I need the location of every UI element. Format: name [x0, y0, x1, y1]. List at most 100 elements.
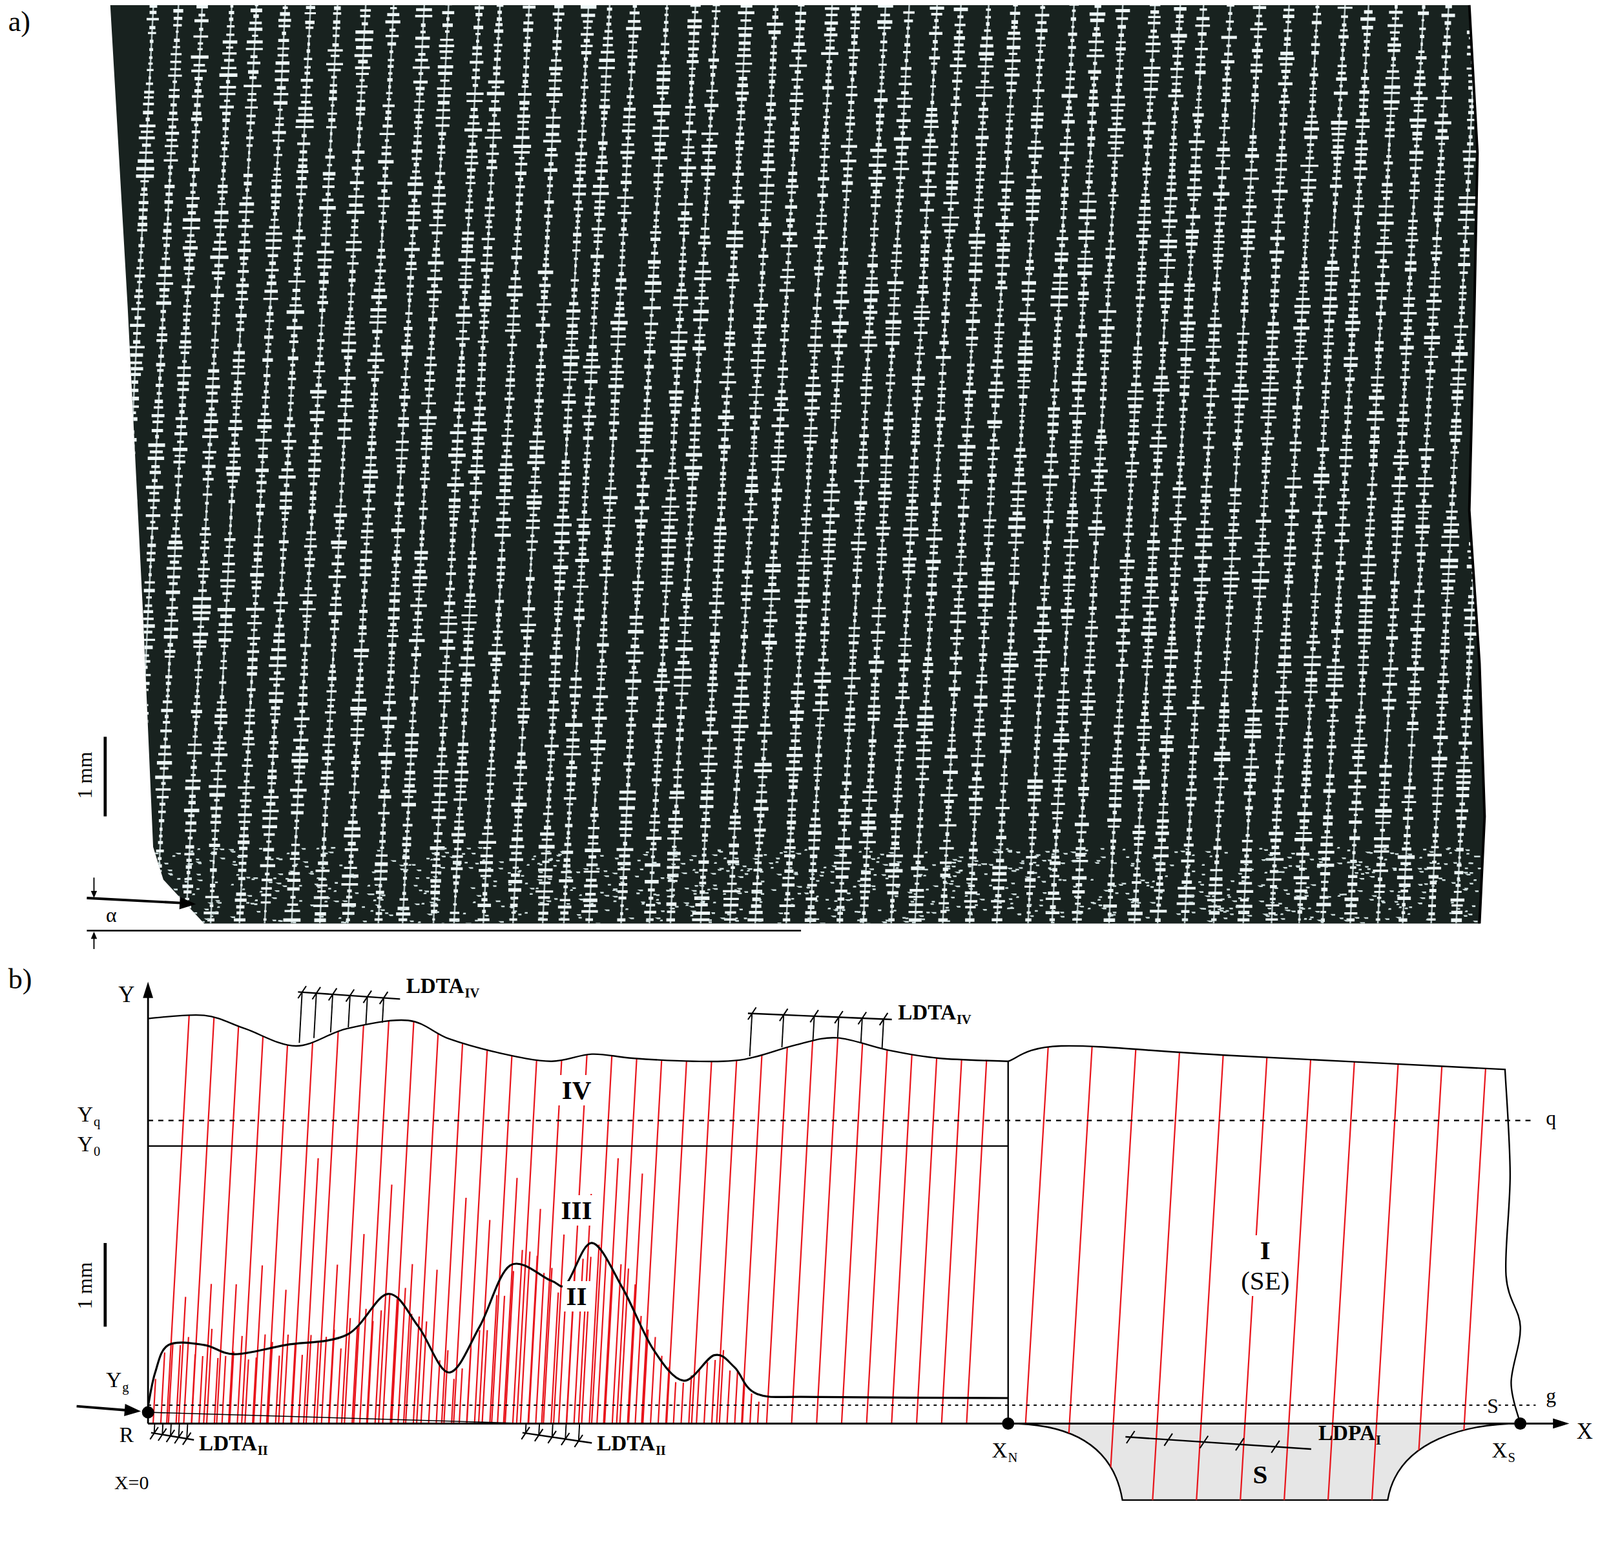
measure-label: LDTA — [596, 1430, 655, 1456]
measure-extension — [330, 994, 333, 1033]
direction-arrow — [76, 1406, 128, 1411]
zone-region: IV — [558, 1074, 596, 1106]
arrow-head — [91, 890, 97, 898]
measure-extension — [578, 1423, 580, 1441]
level-label: Y — [77, 1131, 94, 1157]
line-label: g — [1545, 1384, 1557, 1408]
zone-label: S — [1249, 1459, 1272, 1490]
scale-label: 1 mm — [74, 1262, 98, 1310]
measure-extension — [170, 1423, 172, 1436]
zone-region: S — [1249, 1459, 1272, 1490]
line-label: q — [1545, 1106, 1557, 1130]
point-xn — [1001, 1417, 1015, 1430]
measure-label: LDTA — [198, 1430, 258, 1456]
measure-extension — [365, 996, 367, 1026]
zone-region: II — [562, 1280, 592, 1312]
measure-extension — [186, 1423, 188, 1438]
point-label: S — [1486, 1394, 1499, 1418]
measure-extension — [153, 1423, 156, 1433]
measure-tick — [1200, 1435, 1209, 1449]
q-line — [147, 1119, 1536, 1121]
measure-extension — [382, 997, 384, 1023]
axis-label: Y — [118, 981, 135, 1008]
zone-label: IV — [558, 1074, 596, 1106]
measure-tick — [1126, 1430, 1135, 1444]
angle-tick — [93, 937, 95, 949]
zone-region: III — [557, 1194, 597, 1226]
y-axis — [147, 994, 150, 1424]
point-label: X — [991, 1437, 1008, 1463]
arrow-head — [91, 931, 97, 939]
axis-origin-label: X=0 — [114, 1471, 150, 1495]
measure-line — [748, 1012, 893, 1019]
arrow-head — [124, 1403, 141, 1416]
top-boundary — [147, 1014, 1009, 1062]
subscript: II — [655, 1443, 666, 1459]
measure-extension — [882, 1018, 884, 1048]
subscript: 0 — [93, 1143, 101, 1160]
zone-ii-boundary — [147, 1242, 1009, 1407]
point-r — [142, 1406, 155, 1419]
g-line — [147, 1404, 1536, 1406]
arrow-head — [1552, 1418, 1569, 1429]
measure-line — [1125, 1436, 1311, 1449]
region-s — [1008, 1423, 1521, 1500]
scale-label: 1 mm — [74, 751, 98, 800]
measure-label: LDTA — [406, 973, 465, 998]
subscript: q — [93, 1114, 101, 1130]
zone-boundary — [1007, 1061, 1009, 1424]
level-label: Y — [105, 1367, 122, 1393]
subscript: IV — [464, 985, 480, 1002]
point-xs — [1514, 1417, 1527, 1430]
panel-label: b) — [8, 963, 33, 997]
measure-extension — [781, 1014, 784, 1048]
reference-line — [86, 929, 801, 931]
base-line — [147, 1412, 531, 1424]
measure-extension — [749, 1013, 753, 1057]
dendrite-arms — [102, 0, 1589, 922]
angle-label: α — [105, 903, 117, 927]
subscript: N — [1007, 1450, 1018, 1466]
y0-line — [147, 1145, 1009, 1147]
measure-label: LDPA — [1318, 1420, 1376, 1445]
subscript: I — [1375, 1432, 1382, 1449]
measure-extension — [552, 1423, 553, 1437]
measure-extension — [837, 1016, 840, 1037]
measure-label: LDTA — [897, 999, 956, 1025]
measure-extension — [565, 1423, 566, 1439]
specimen-edge — [1469, 5, 1486, 924]
zone-region: I(SE) — [1236, 1235, 1294, 1297]
measure-extension — [538, 1423, 541, 1435]
measure-tick — [1235, 1437, 1245, 1451]
zone-label: II — [562, 1280, 592, 1312]
direction-arrow — [86, 897, 184, 904]
measure-extension — [861, 1018, 863, 1043]
measure-tick — [1271, 1440, 1280, 1453]
measure-extension — [525, 1423, 528, 1433]
arrow-head — [142, 981, 154, 998]
subscript: g — [122, 1379, 129, 1396]
measure-extension — [313, 992, 317, 1038]
measure-tick — [1163, 1433, 1173, 1446]
measure-extension — [813, 1016, 815, 1041]
chill-zone-texture — [153, 846, 1482, 925]
point-label: R — [119, 1422, 134, 1447]
measure-extension — [161, 1423, 164, 1434]
angle-tick — [93, 877, 95, 891]
scale-bar — [103, 736, 107, 816]
top-boundary — [1008, 1045, 1521, 1424]
subscript: S — [1508, 1450, 1516, 1466]
zone-sublabel: (SE) — [1236, 1265, 1294, 1296]
subscript: II — [257, 1443, 269, 1459]
zone-label: I — [1236, 1235, 1294, 1266]
level-label: Y — [77, 1101, 94, 1127]
dendrite-axis-lines — [153, 959, 1489, 1511]
axis-label: X — [1576, 1418, 1593, 1445]
arrow-head — [179, 897, 197, 910]
measure-extension — [178, 1423, 180, 1437]
point-label: X — [1492, 1437, 1508, 1463]
zone-label: III — [557, 1194, 597, 1226]
dendrite-group — [102, 0, 1589, 925]
panel-label: a) — [8, 5, 31, 39]
